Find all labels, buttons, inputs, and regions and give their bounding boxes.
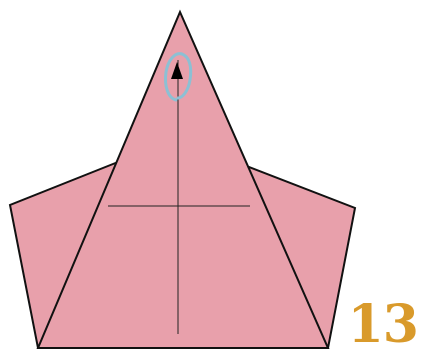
- step-number: 13: [348, 299, 418, 351]
